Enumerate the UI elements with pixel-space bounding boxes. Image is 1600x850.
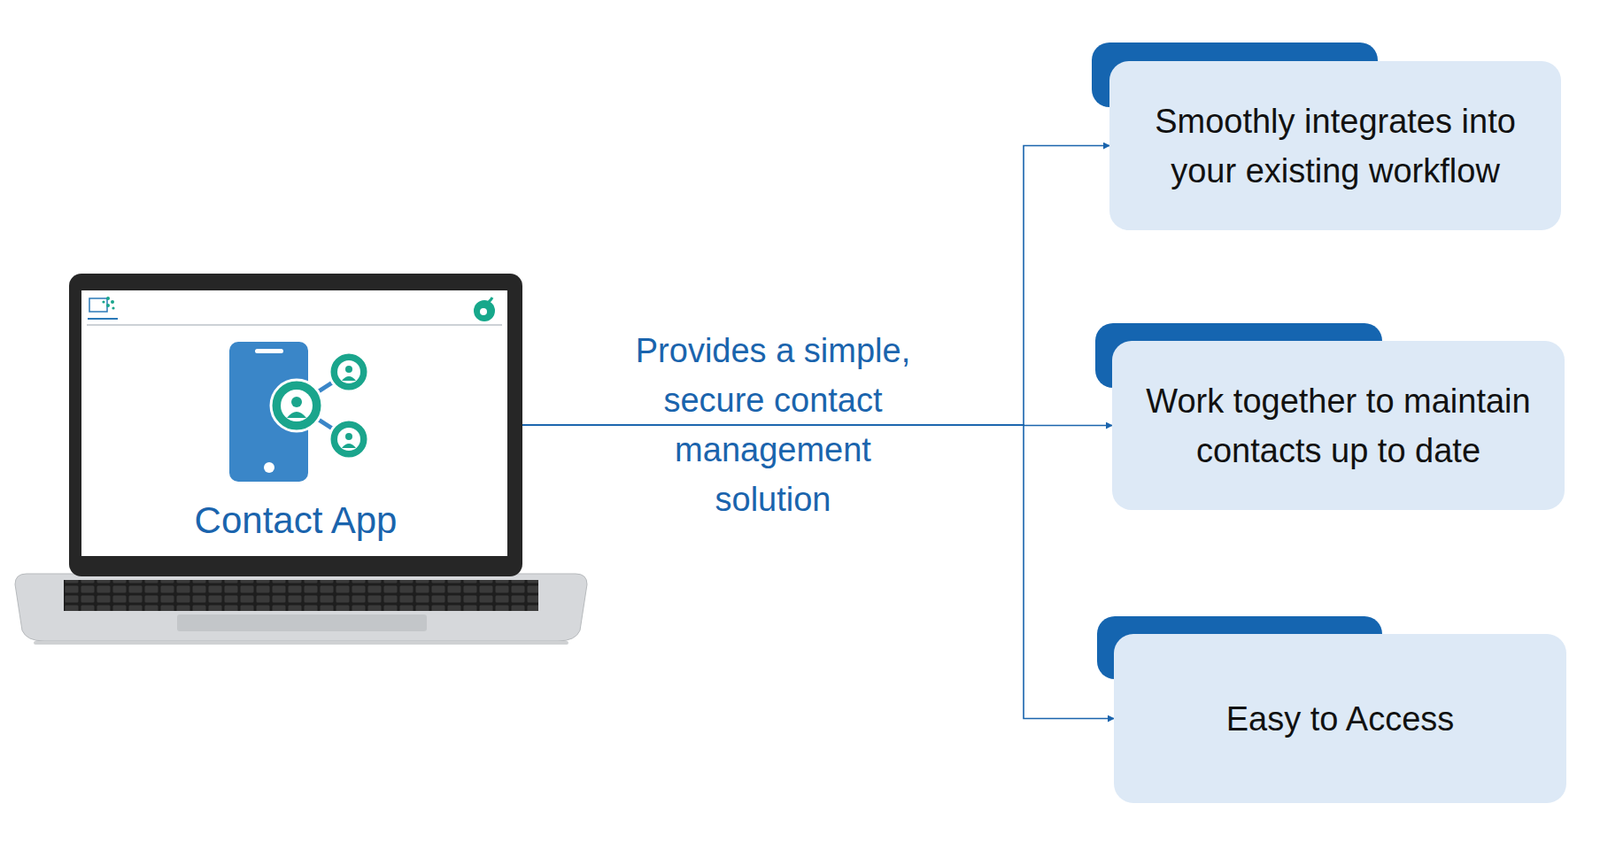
feature-text: Easy to Access (1226, 694, 1455, 744)
connector-arrow (522, 425, 1114, 719)
edge-label: Provides a simple, secure contact manage… (635, 332, 911, 518)
contact-icon (229, 341, 369, 482)
feature-card: Easy to Access (1113, 633, 1567, 804)
laptop-bezel (69, 273, 523, 577)
laptop-shadow (35, 641, 567, 645)
feature-card: Smoothly integrates into your existing w… (1109, 61, 1562, 231)
screen-rule (86, 324, 503, 326)
laptop-screen (81, 290, 508, 557)
feature-card: Work together to maintain contacts up to… (1112, 340, 1565, 511)
feature-text: Work together to maintain contacts up to… (1124, 376, 1553, 476)
edge-label-box: Provides a simple, secure contact manage… (622, 325, 924, 525)
app-title: Contact App (194, 499, 398, 542)
trackpad (177, 614, 427, 632)
laptop-screen-node: Contact App (69, 273, 523, 577)
laptop-base (15, 573, 588, 642)
keyboard (63, 579, 539, 611)
screen-badge (473, 297, 495, 322)
laptop (15, 273, 588, 643)
feature-text: Smoothly integrates into your existing w… (1121, 96, 1549, 196)
keyboard-keys (63, 579, 539, 611)
screen-logo (87, 296, 118, 319)
